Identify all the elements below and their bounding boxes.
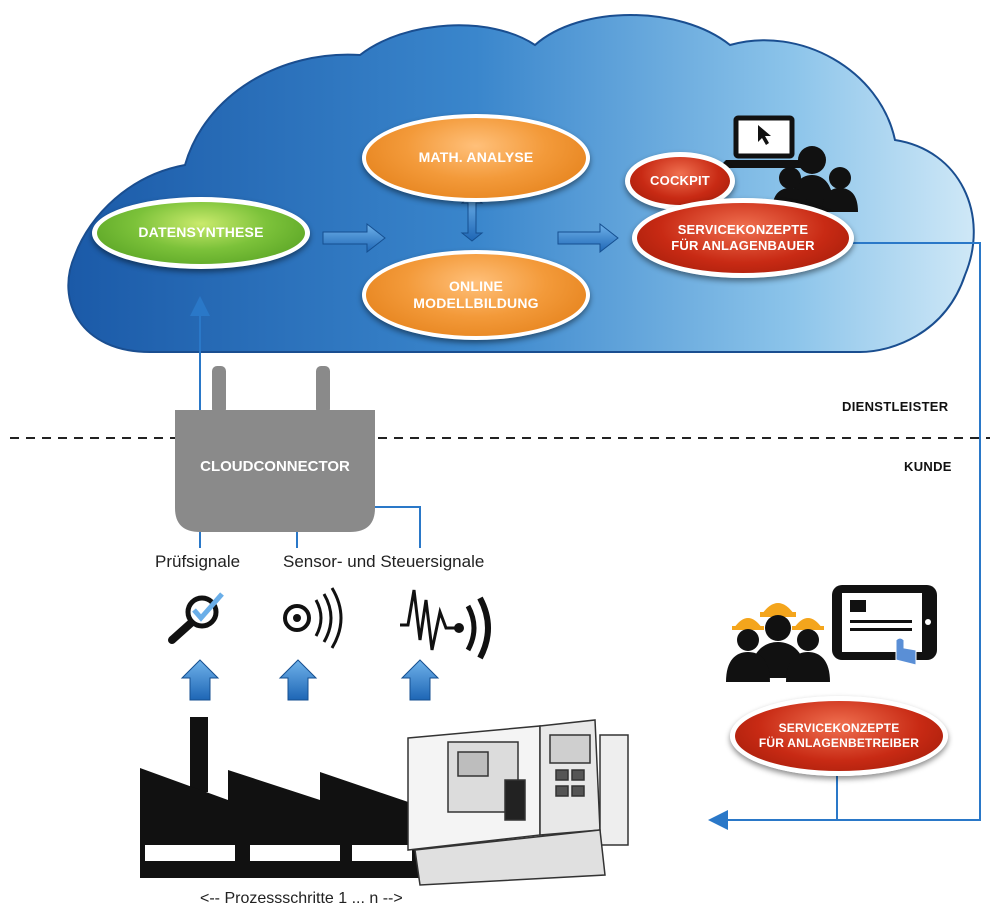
up-arrow-1 (180, 659, 220, 701)
online-label-line1: ONLINE (448, 277, 504, 294)
service-bauer-line1: SERVICEKONZEPTE (677, 221, 809, 237)
zone-label-kunde: KUNDE (904, 459, 952, 474)
laptop-icon (718, 115, 810, 168)
factory-icon (140, 717, 420, 878)
feedback-line (708, 242, 981, 830)
service-bauer-line2: FÜR ANLAGENBAUER (671, 238, 815, 253)
cloudconnector-label: CLOUDCONNECTOR (200, 458, 350, 475)
machine-tool-icon (407, 719, 629, 886)
label-pruefsignale: Prüfsignale (155, 552, 241, 571)
online-modellbildung-node: ONLINE MODELLBILDUNG (362, 250, 590, 340)
cloudconnector-device (175, 366, 375, 532)
datensynthese-label: DATENSYNTHESE (138, 224, 264, 241)
tablet-icon (832, 585, 937, 666)
zone-label-dienstleister: DIENSTLEISTER (842, 399, 949, 414)
cockpit-label: COCKPIT (650, 172, 710, 188)
service-anlagenbetreiber-node: SERVICEKONZEPTE FÜR ANLAGENBETREIBER (730, 696, 948, 776)
flow-arrow-service (557, 222, 619, 254)
sensor-signal-icon (283, 587, 343, 649)
line-steuer (375, 506, 421, 548)
math-analyse-node: MATH. ANALYSE (362, 114, 590, 202)
magnifier-check-icon (168, 592, 224, 644)
waveform-signal-icon (400, 589, 491, 660)
online-label-line2: MODELLBILDUNG (413, 295, 539, 311)
math-analyse-label: MATH. ANALYSE (418, 149, 534, 166)
datensynthese-node: DATENSYNTHESE (92, 197, 310, 269)
label-sensor-steuersignale: Sensor- und Steuersignale (283, 552, 485, 571)
workers-helmet-icon (726, 603, 830, 682)
service-betreiber-line1: SERVICEKONZEPTE (778, 721, 900, 735)
service-anlagenbauer-node: SERVICEKONZEPTE FÜR ANLAGENBAUER (632, 198, 854, 278)
service-betreiber-line2: FÜR ANLAGENBETREIBER (758, 736, 920, 750)
up-arrow-3 (400, 659, 440, 701)
flow-arrow-synthese (322, 222, 386, 254)
up-arrow-2 (278, 659, 318, 701)
label-prozessschritte: <-- Prozessschritte 1 ... n --> (200, 890, 403, 907)
people-group-icon (772, 146, 858, 212)
